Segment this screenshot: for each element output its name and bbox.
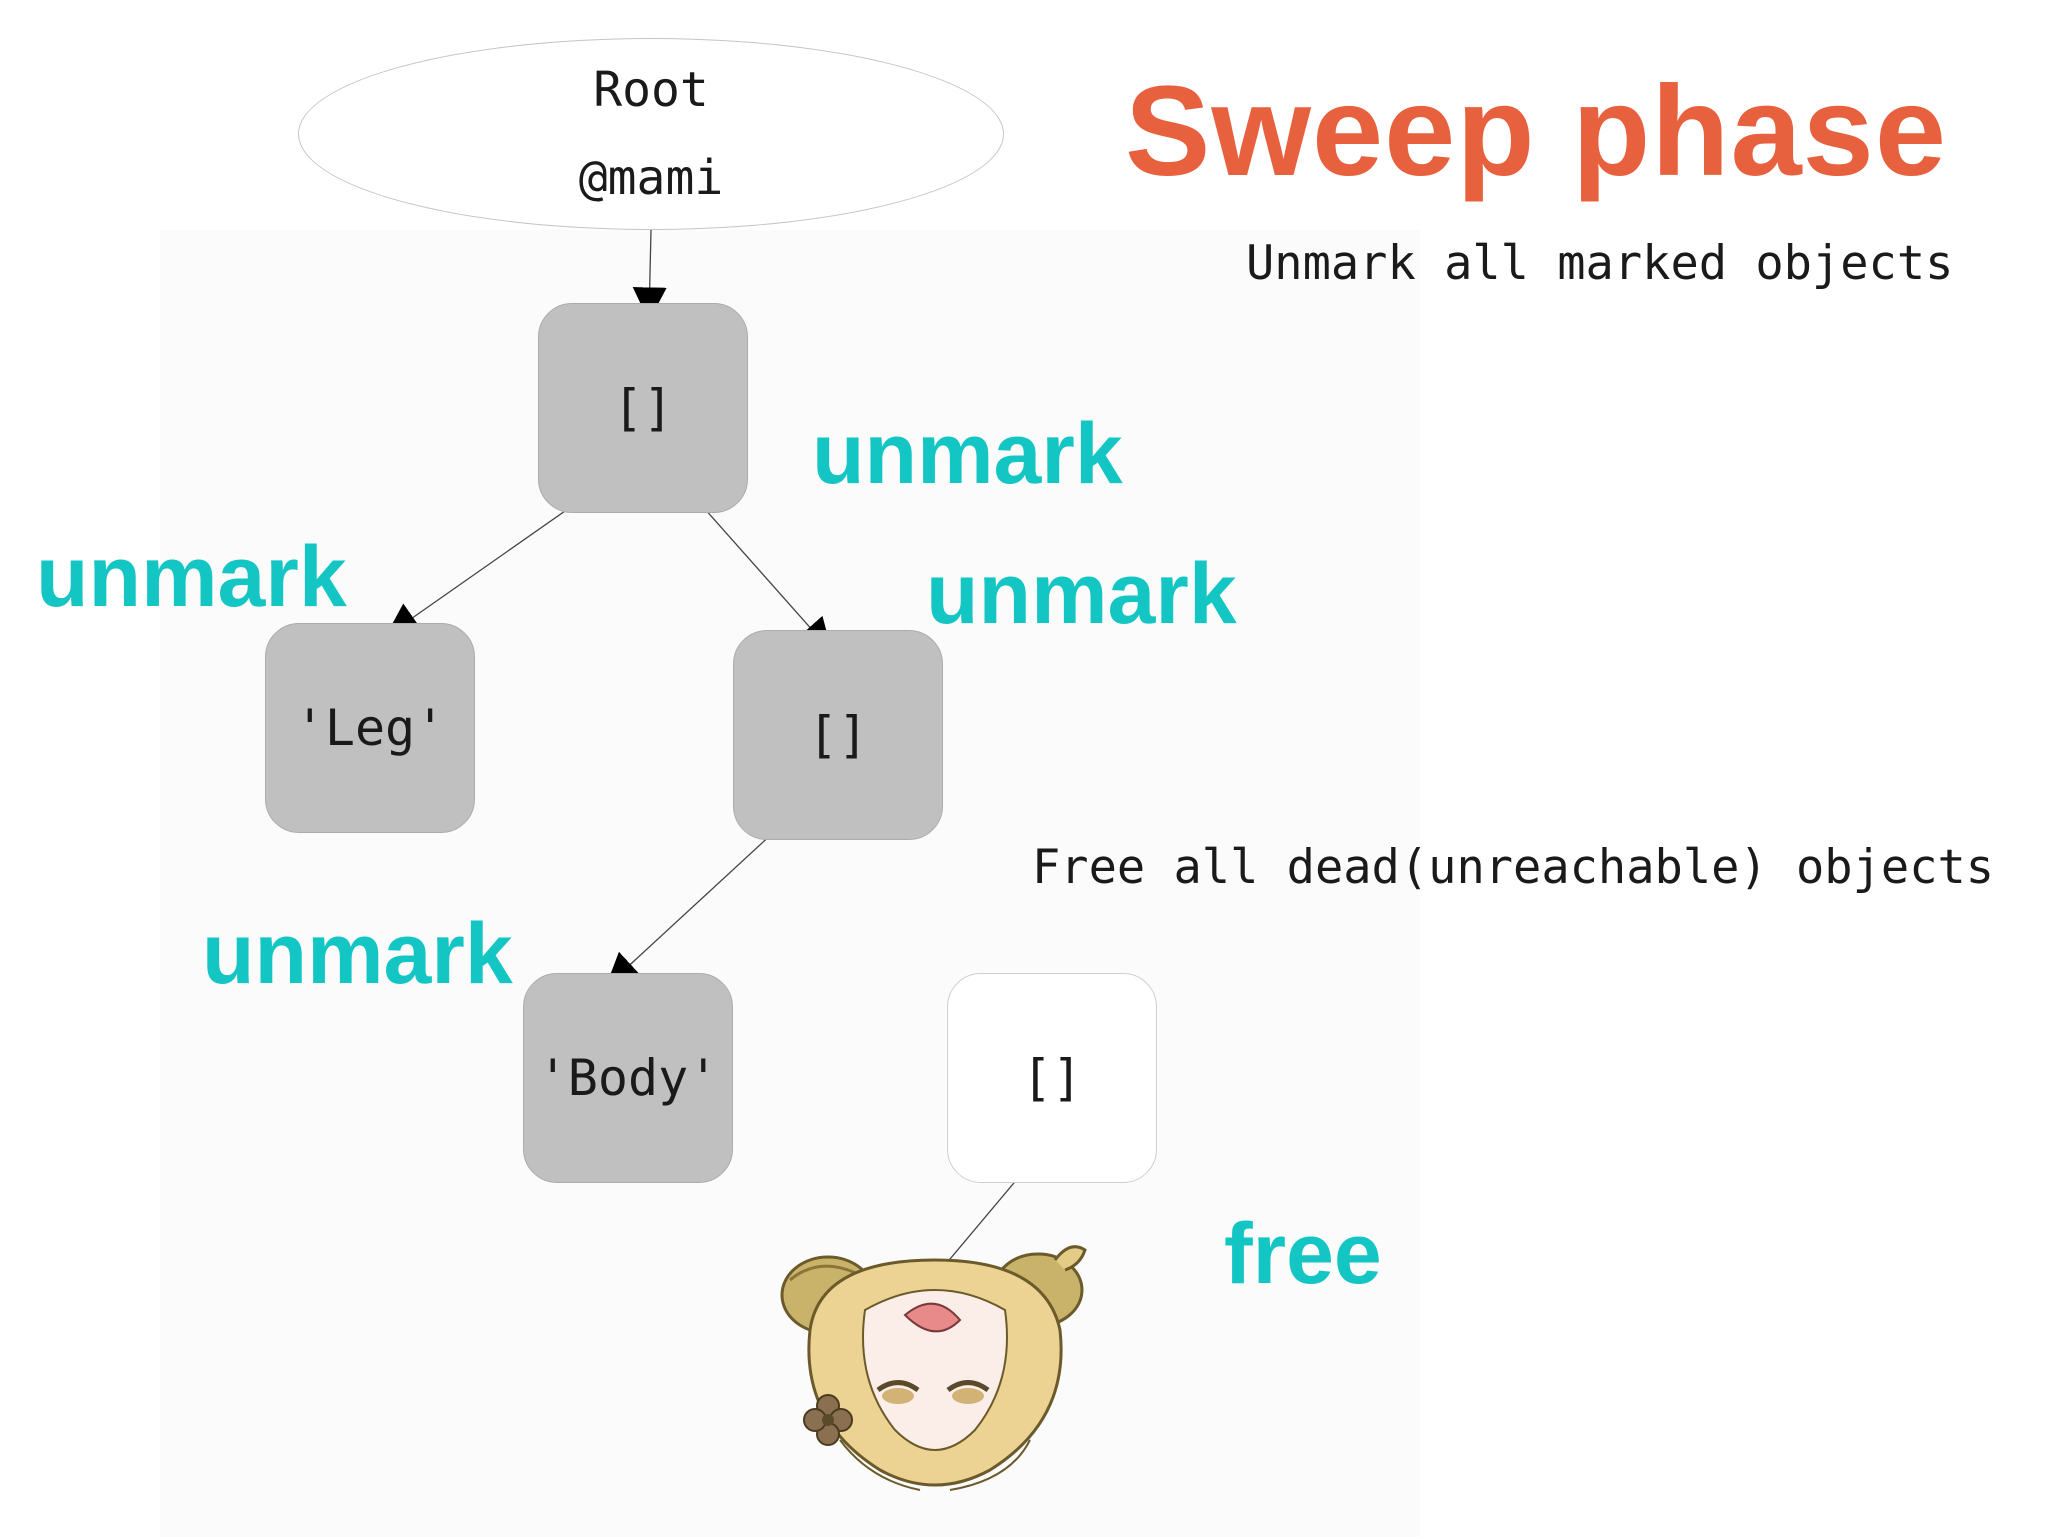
- string-node-body: 'Body': [523, 973, 733, 1183]
- unmark-caption: Unmark all marked objects: [1246, 236, 1954, 291]
- unmark-label-bottom: unmark: [202, 906, 513, 1002]
- string-node-leg: 'Leg': [265, 623, 475, 833]
- free-label: free: [1224, 1206, 1382, 1302]
- unmark-label-right: unmark: [926, 546, 1237, 642]
- free-caption: Free all dead(unreachable) objects: [1032, 840, 1995, 895]
- root-label: Root: [593, 62, 709, 118]
- mascot-icon: [780, 1245, 1087, 1491]
- edge-array-to-leg: [385, 489, 596, 637]
- array-node-middle: []: [733, 630, 943, 840]
- edge-array-to-mid-array: [687, 489, 833, 653]
- array-node-top: []: [538, 303, 748, 513]
- unmark-label-top: unmark: [812, 406, 1123, 502]
- unmark-label-left: unmark: [36, 529, 347, 625]
- page-title: Sweep phase: [1125, 60, 1947, 203]
- diagram-backdrop: [160, 230, 1420, 1537]
- root-variable: @mami: [578, 150, 724, 206]
- root-node: Root @mami: [298, 38, 1004, 230]
- dead-array-node: []: [947, 973, 1157, 1183]
